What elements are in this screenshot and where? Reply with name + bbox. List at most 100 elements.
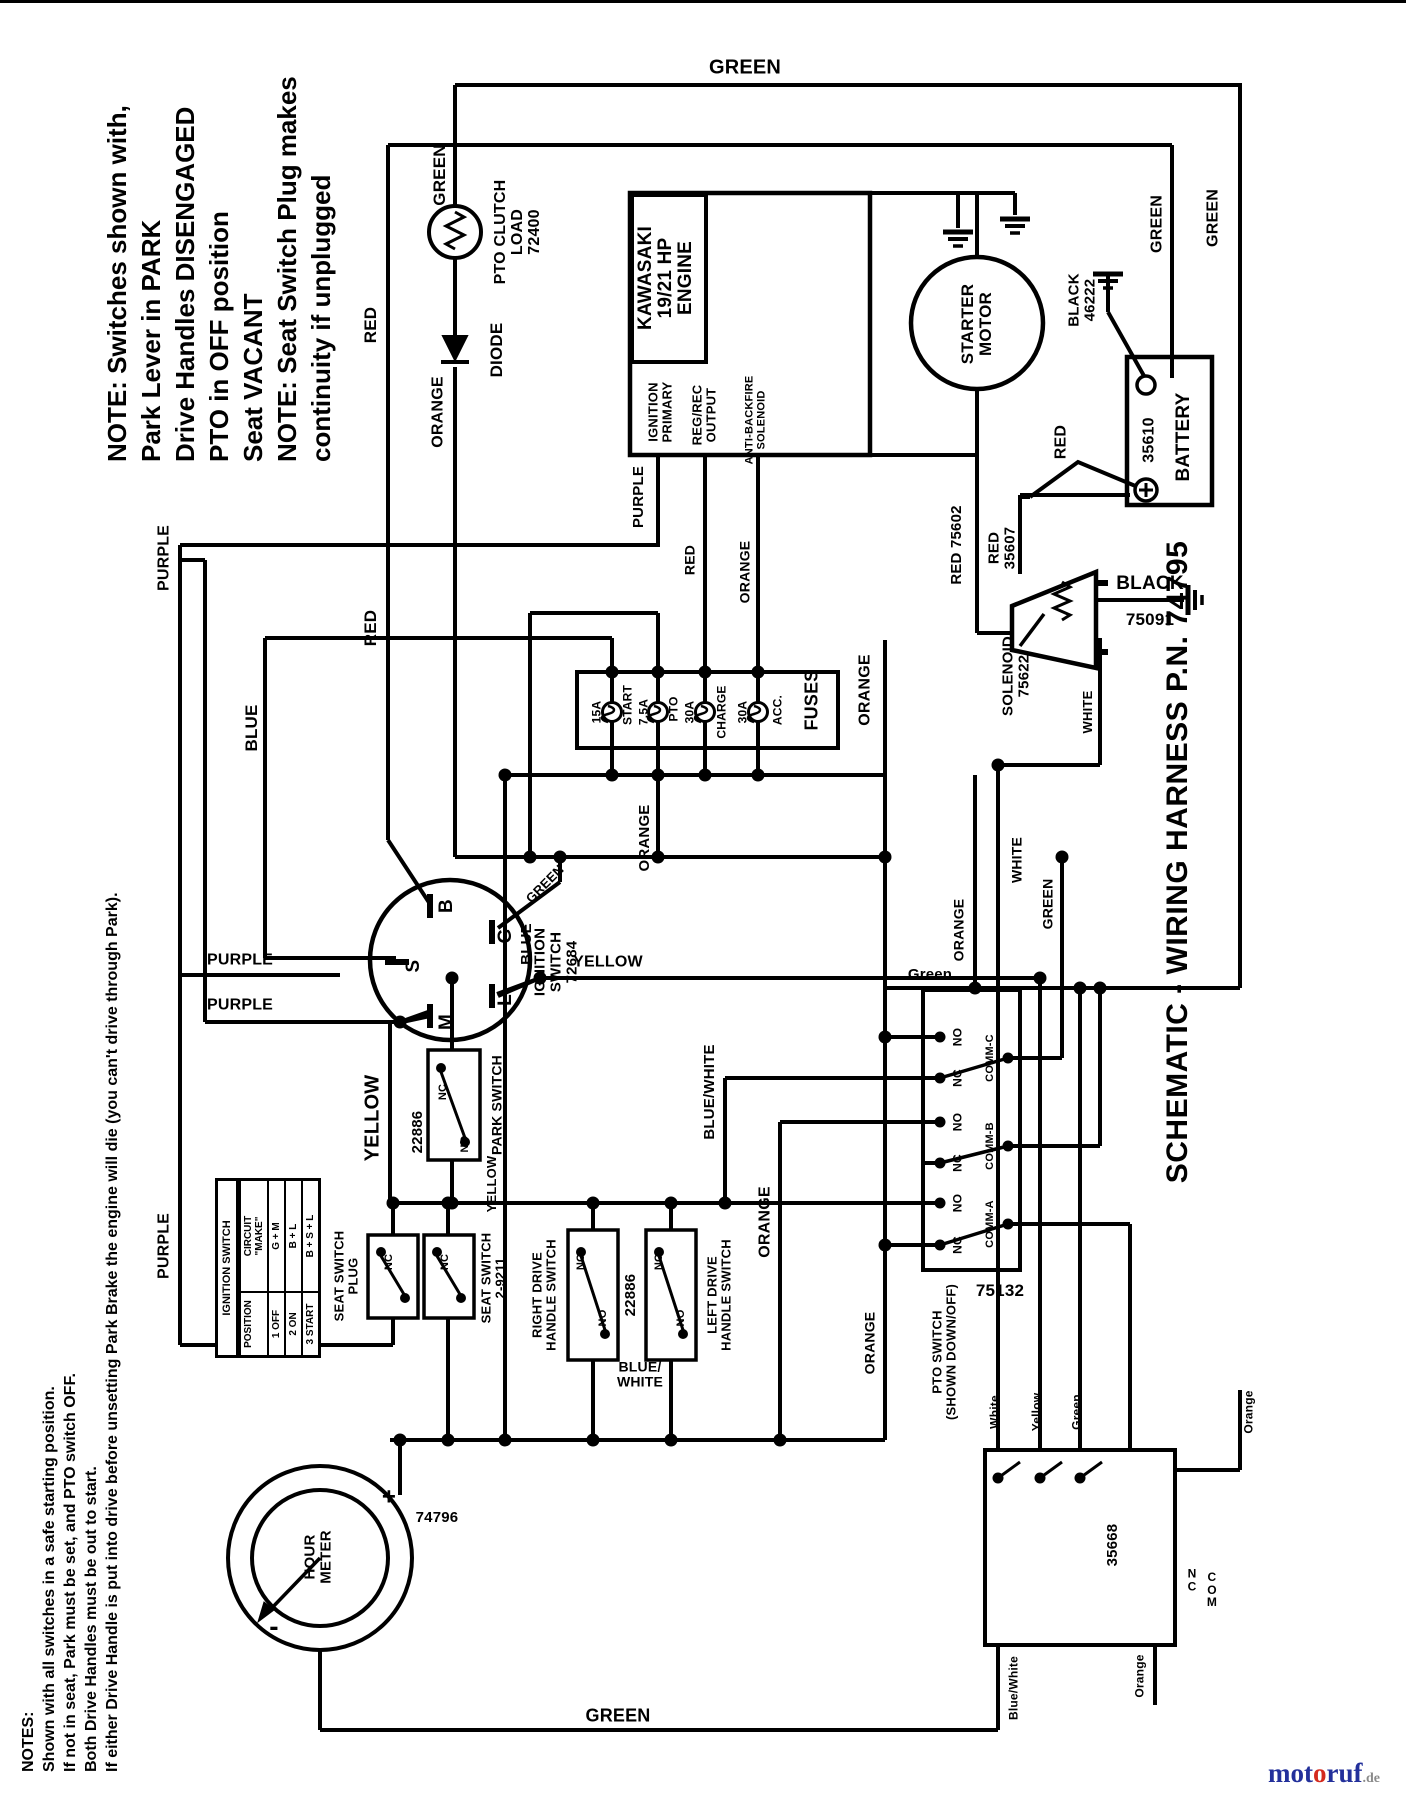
terminal-label: C O M [1206, 1570, 1218, 1610]
seat-switch-plug-box [366, 1233, 420, 1320]
component-label: PARK SWITCH [488, 1055, 505, 1155]
battery-box [1124, 354, 1215, 508]
solenoid-arm [1018, 612, 1046, 648]
watermark-rest: ruf [1326, 1758, 1363, 1788]
wire-color-label: Orange [1241, 1390, 1256, 1434]
part-number-label: 75091 [1125, 610, 1175, 630]
park-switch-box [426, 1048, 482, 1162]
component-label: PTO SWITCH (SHOWN DOWN/OFF) [929, 1283, 958, 1421]
wire-color-label: PURPLE [206, 996, 274, 1014]
wire-color-label: RED [361, 609, 381, 647]
component-label: FUSES [801, 669, 822, 731]
terminal-label: COMM-B [984, 1122, 997, 1170]
terminal-label: NC [653, 1253, 666, 1271]
fuse-rating-label: 30A [682, 700, 697, 724]
junction-dots [376, 665, 1107, 1484]
wire-color-label: GREEN [708, 56, 782, 79]
wire-color-label: WHITE [1008, 836, 1025, 884]
wire-color-label: RED 35607 [985, 526, 1018, 570]
component-label: KAWASAKI 19/21 HP ENGINE [635, 226, 696, 330]
wire-color-label: ORANGE [950, 898, 967, 962]
wire-color-label: ORANGE [861, 1311, 878, 1375]
top-notes: NOTE: Switches shown with, Park Lever in… [102, 76, 336, 462]
ignition-table-row: 2 ON B + L [284, 1181, 301, 1355]
component-label: BLACK 46222 [1065, 273, 1098, 327]
terminal-label: NC [950, 1236, 965, 1254]
wire-color-label: PURPLE [155, 1212, 173, 1280]
terminal-label: NC [437, 1083, 450, 1101]
polarity-label: - [269, 1610, 279, 1642]
fuse-name-label: ACC. [770, 694, 785, 726]
hour-meter-needle [266, 1556, 322, 1614]
wire-color-label: BLUE [242, 704, 262, 752]
wire-color-label: White [987, 1395, 1002, 1429]
component-label: DIODE [487, 322, 507, 378]
solenoid-coil [1050, 580, 1074, 622]
wire-color-label: Green [1069, 1394, 1084, 1430]
ignition-table-col1: POSITION [241, 1291, 267, 1355]
terminal-label: REG/REC OUTPUT [689, 384, 718, 446]
part-number-label: 35668 [1104, 1523, 1122, 1567]
terminal-label: NO [950, 1112, 965, 1132]
wire-color-label: Blue/White [1006, 1656, 1021, 1720]
ignition-position-cell: 2 ON [286, 1291, 301, 1355]
switch-arms [379, 1071, 685, 1331]
fuse-rating-label: 15A [589, 700, 604, 724]
wire-color-label: YELLOW [361, 1074, 384, 1162]
wire-color-label: Green [907, 966, 953, 984]
component-bodies [226, 204, 1046, 1652]
fuse-rating-label: 7.5A [636, 698, 651, 726]
terminal-label: ANTI-BACKFIRE SOLENOID [743, 375, 767, 465]
part-number-label: 75132 [975, 1281, 1025, 1301]
diode-icon [441, 335, 469, 363]
watermark-suffix: .de [1362, 1771, 1380, 1786]
terminal-label: NC [950, 1154, 965, 1172]
wire-color-label: ORANGE [856, 654, 874, 726]
terminal-label: S [403, 959, 425, 973]
watermark-prefix: mot [1268, 1758, 1313, 1788]
component-details [257, 210, 1159, 1624]
left-drive-switch-box [644, 1228, 698, 1362]
module-contact-arms [997, 1460, 1103, 1480]
ignition-make-cell: G + M [271, 1222, 282, 1250]
wire-color-label: PURPLE [155, 524, 173, 592]
part-number-label: 35610 [1140, 417, 1158, 463]
wire-color-label: GREEN [1204, 189, 1222, 247]
wire-color-label: ORANGE [429, 376, 447, 448]
wire-color-label: WHITE [1080, 690, 1096, 734]
fuse-name-label: CHARGE [714, 685, 729, 739]
wire-color-label: ORANGE [736, 540, 753, 604]
battery-neg-terminal [1135, 374, 1157, 396]
wire-color-label: PURPLE [206, 951, 274, 969]
terminal-label: NC [383, 1253, 396, 1271]
scan-border [0, 0, 1406, 3]
wire-color-label: PURPLE [630, 465, 648, 529]
ignition-table-col2: CIRCUIT "MAKE" [243, 1215, 265, 1257]
wire-color-label: RED [361, 306, 381, 344]
bottom-notes: NOTES: Shown with all switches in a safe… [20, 892, 121, 1772]
wire-color-label: RED [1052, 424, 1070, 460]
wire-color-label: RED [681, 544, 698, 576]
fuse-name-label: START [620, 684, 635, 726]
component-label: SEAT SWITCH PLUG [331, 1230, 360, 1322]
component-label: LEFT DRIVE HANDLE SWITCH [704, 1239, 733, 1351]
part-number-label: 22886 [622, 1273, 640, 1317]
polarity-label: + [381, 1483, 397, 1511]
wire-color-label: GREEN [1148, 195, 1166, 253]
wire-color-label: YELLOW [484, 1155, 500, 1213]
ground-icon [1185, 585, 1204, 615]
pto-switch-arms [939, 1056, 1009, 1247]
fuse-icons [600, 701, 769, 724]
terminal-label: N C [1187, 1566, 1197, 1593]
component-label: BATTERY [1173, 392, 1195, 482]
ignition-position-cell: 1 OFF [269, 1291, 284, 1355]
ignition-table-header: IGNITION SWITCH [218, 1181, 239, 1355]
terminal-label: G [495, 928, 517, 944]
component-label: SEAT SWITCH 2-9211 [478, 1232, 507, 1324]
wires [178, 83, 1242, 1732]
ignition-make-cell: B + L [288, 1223, 299, 1249]
component-label: SOLENOID 75622 [999, 636, 1032, 716]
engine-name-box [630, 193, 708, 364]
